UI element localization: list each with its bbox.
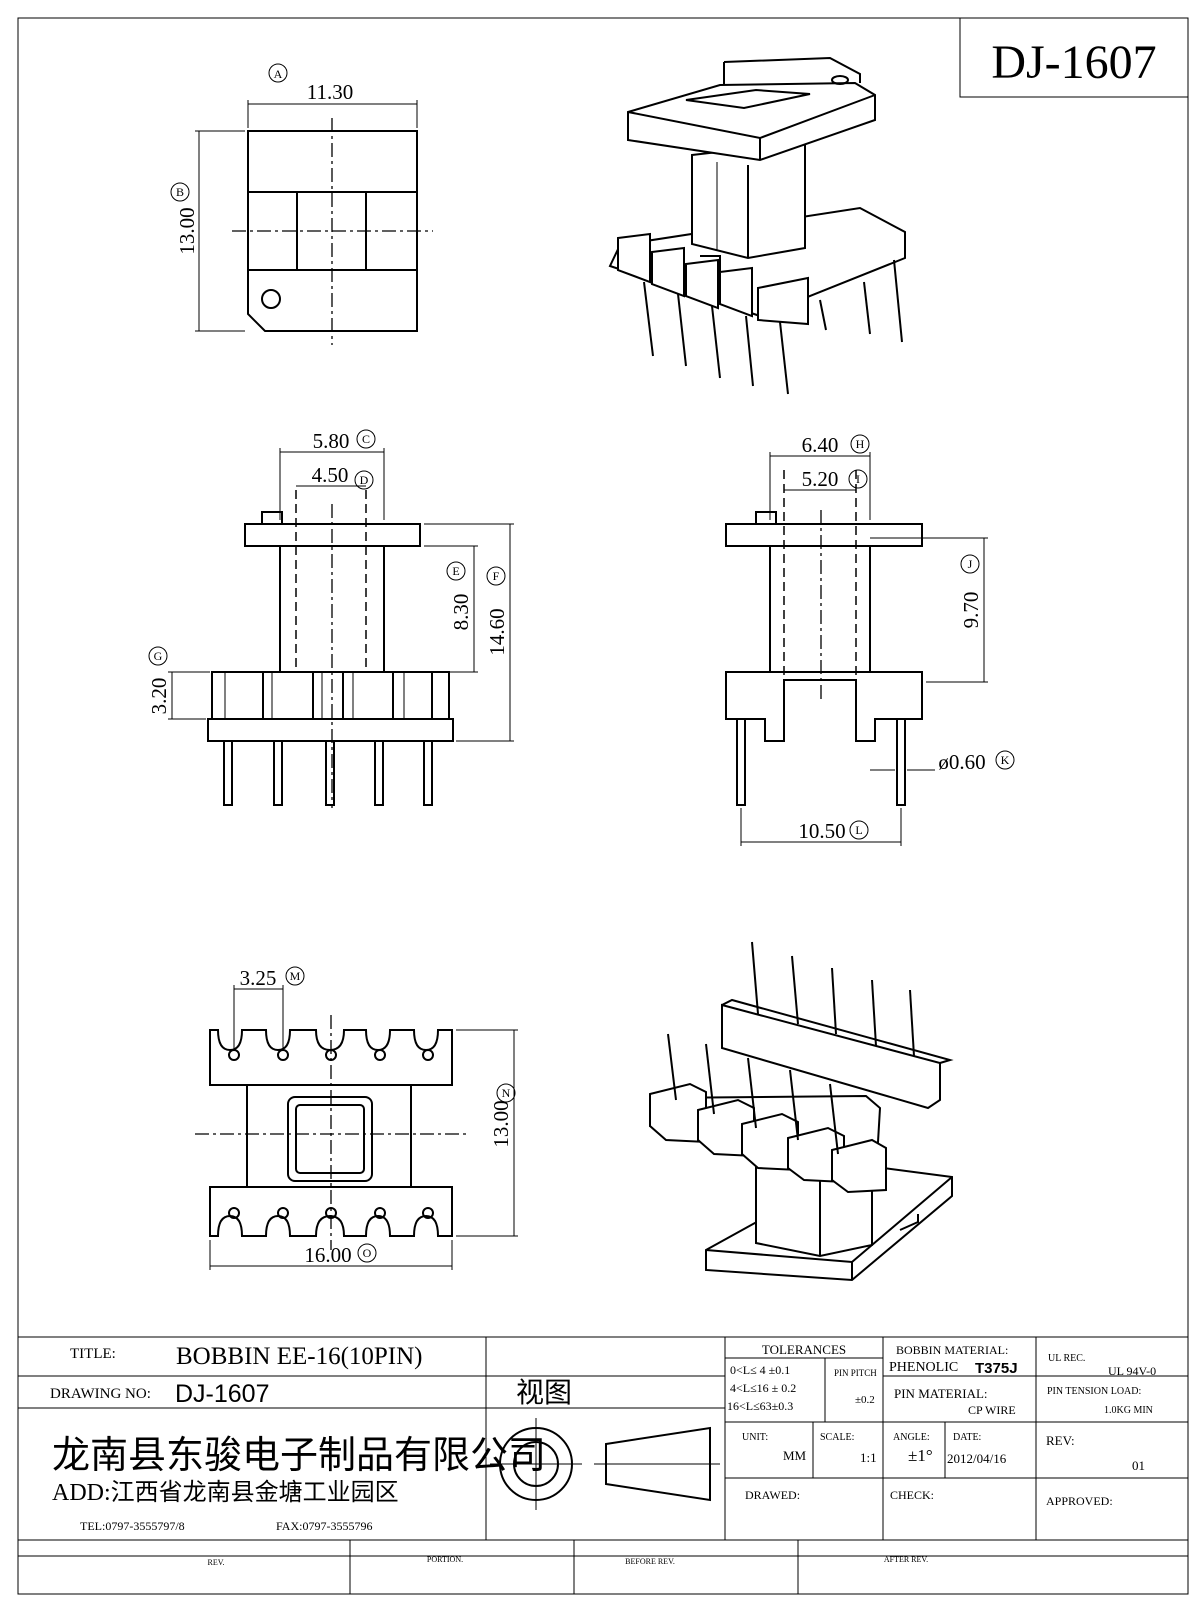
isometric-view-top — [608, 56, 906, 395]
company-name: 龙南县东骏电子制品有限公司 — [52, 1435, 546, 1477]
projection-symbol — [490, 1418, 720, 1510]
dim-c-value: 5.80 — [313, 429, 350, 453]
isometric-view-bottom — [649, 941, 954, 1282]
date-value: 2012/04/16 — [947, 1451, 1007, 1466]
top-view: 11.30 A 13.00 B — [170, 63, 433, 345]
dim-i-mark: I — [856, 472, 860, 486]
rev-label: REV: — [1046, 1433, 1075, 1448]
dim-l-mark: L — [855, 823, 862, 837]
dim-e-value: 8.30 — [449, 594, 473, 631]
before-rev-column-header: BEFORE REV. — [625, 1557, 675, 1566]
tolerances-label: TOLERANCES — [762, 1342, 846, 1357]
approved-label: APPROVED: — [1046, 1494, 1113, 1508]
bobbin-grade: T375J — [975, 1360, 1018, 1377]
angle-label: ANGLE: — [893, 1432, 930, 1443]
drawed-label: DRAWED: — [745, 1488, 800, 1502]
pin-pitch-value: ±0.2 — [855, 1394, 875, 1406]
unit-value: MM — [783, 1448, 807, 1463]
dim-e-mark: E — [452, 564, 459, 578]
drawing-code: DJ-1607 — [991, 36, 1156, 89]
dim-d-value: 4.50 — [312, 463, 349, 487]
dim-l-value: 10.50 — [798, 819, 845, 843]
dim-a-value: 11.30 — [307, 80, 353, 104]
pin-material-value: CP WIRE — [968, 1403, 1016, 1417]
drawing-no-label: DRAWING NO: — [50, 1386, 151, 1402]
dim-o-mark: O — [363, 1246, 372, 1260]
side-view: 6.40 H 5.20 I 9.70 J ø0.60 K 10.50 L — [725, 433, 1015, 846]
dim-k-mark: K — [1001, 753, 1010, 767]
dim-g-value: 3.20 — [147, 678, 171, 715]
tolerance-2: 4<L≤16 ± 0.2 — [730, 1381, 796, 1395]
after-rev-column-header: AFTER REV. — [884, 1555, 928, 1564]
dim-m-mark: M — [290, 969, 301, 983]
tolerance-1: 0<L≤ 4 ±0.1 — [730, 1363, 790, 1377]
scale-label: SCALE: — [820, 1432, 854, 1443]
dim-j-value: 9.70 — [959, 592, 983, 629]
dim-h-value: 6.40 — [802, 433, 839, 457]
ul-label: UL REC. — [1048, 1353, 1085, 1364]
dim-b-mark: B — [176, 185, 184, 199]
dim-d-mark: D — [360, 473, 369, 487]
dim-c-mark: C — [362, 432, 370, 446]
dim-h-mark: H — [856, 437, 865, 451]
drawing-code-box: DJ-1607 — [959, 18, 1188, 98]
pin-tension-label: PIN TENSION LOAD: — [1047, 1386, 1141, 1397]
unit-label: UNIT: — [742, 1432, 768, 1443]
rev-column-header: REV. — [208, 1558, 225, 1567]
dim-n-mark: N — [502, 1086, 511, 1100]
title-label: TITLE: — [70, 1346, 116, 1362]
dim-o-value: 16.00 — [304, 1243, 351, 1267]
tolerance-3: 16<L≤63±0.3 — [727, 1399, 793, 1413]
front-view: 5.80 C 4.50 D 8.30 E 14.60 F 3.20 G — [147, 429, 514, 808]
title-block: TITLE: BOBBIN EE-16(10PIN) DRAWING NO: D… — [18, 1336, 1188, 1594]
check-label: CHECK: — [890, 1488, 934, 1502]
pin-tension-value: 1.0KG MIN — [1104, 1405, 1153, 1416]
dim-a-mark: A — [274, 67, 283, 81]
pin-pitch-label: PIN PITCH — [834, 1368, 877, 1378]
ul-value: UL 94V-0 — [1108, 1364, 1156, 1378]
pin-material-label: PIN MATERIAL: — [894, 1386, 988, 1401]
dim-k-value: ø0.60 — [938, 750, 985, 774]
title-value: BOBBIN EE-16(10PIN) — [176, 1343, 423, 1370]
dim-b-value: 13.00 — [175, 207, 199, 254]
view-label: 视图 — [516, 1377, 572, 1409]
scale-value: 1:1 — [860, 1450, 877, 1465]
rev-value: 01 — [1132, 1458, 1145, 1473]
bottom-view: 3.25 M 13.00 N 16.00 O — [195, 966, 518, 1270]
company-fax: FAX:0797-3555796 — [276, 1519, 372, 1533]
angle-value: ±1° — [908, 1446, 933, 1465]
dim-g-mark: G — [154, 649, 163, 663]
dim-j-mark: J — [968, 557, 973, 571]
portion-column-header: PORTION. — [427, 1555, 463, 1564]
dim-m-value: 3.25 — [240, 966, 277, 990]
sheet-border — [17, 17, 1189, 1595]
dim-f-value: 14.60 — [485, 608, 509, 655]
bobbin-material-label: BOBBIN MATERIAL: — [896, 1343, 1008, 1357]
company-tel: TEL:0797-3555797/8 — [80, 1519, 185, 1533]
drawing-no-value: DJ-1607 — [175, 1380, 270, 1408]
dim-i-value: 5.20 — [802, 467, 839, 491]
bobbin-material-value: PHENOLIC — [889, 1360, 958, 1375]
company-address: ADD:江西省龙南县金塘工业园区 — [52, 1479, 399, 1506]
dim-n-value: 13.00 — [489, 1100, 513, 1147]
dim-f-mark: F — [493, 569, 500, 583]
date-label: DATE: — [953, 1432, 981, 1443]
